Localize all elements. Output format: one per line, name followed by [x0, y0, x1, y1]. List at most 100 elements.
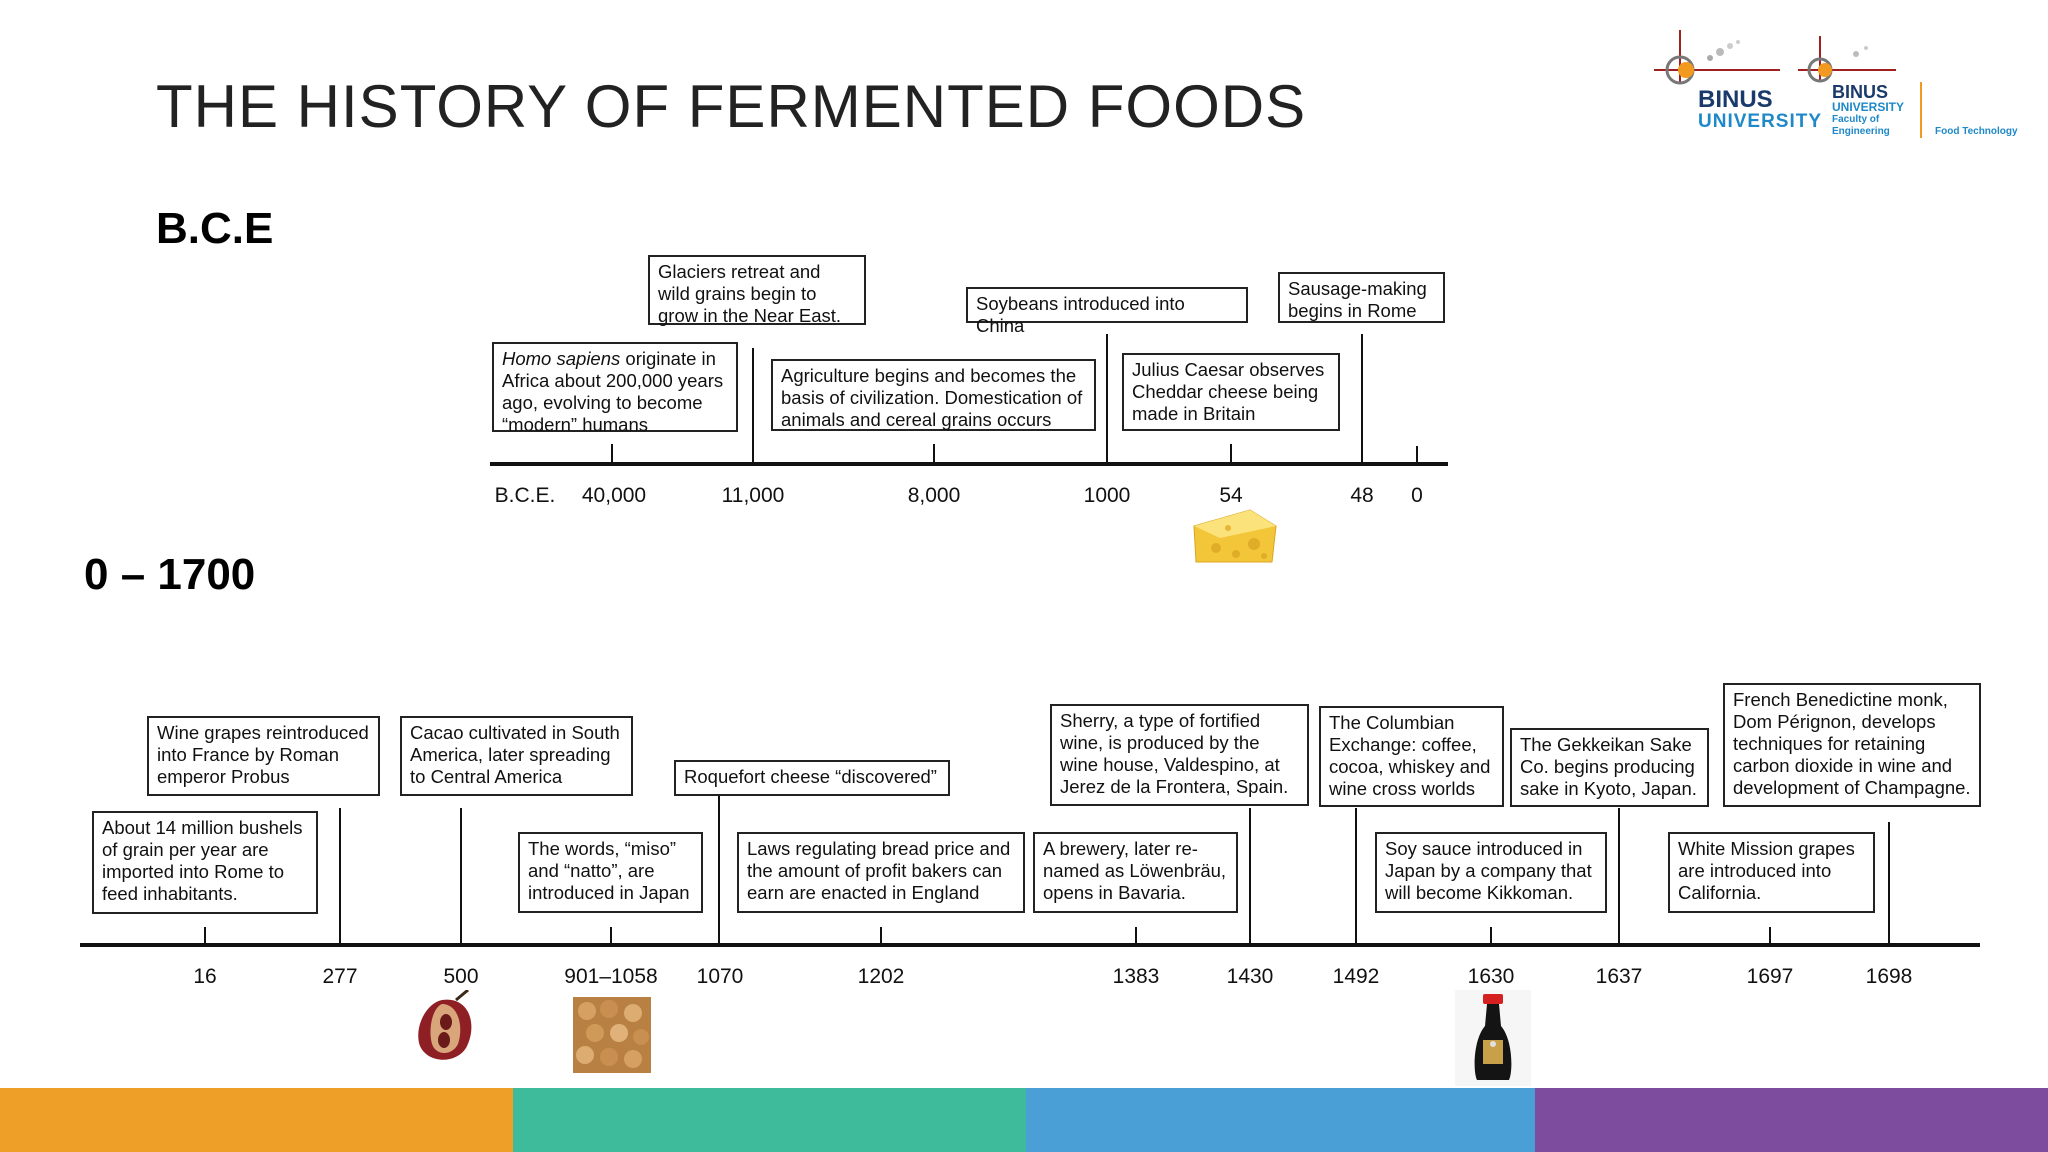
- footer-bar-teal: [513, 1088, 1026, 1152]
- page-title: THE HISTORY OF FERMENTED FOODS: [156, 73, 1307, 140]
- binus-engineering-logo: BINUS UNIVERSITY Faculty of Engineering …: [1796, 32, 2018, 142]
- binus-logo-mark-icon: [1654, 30, 1780, 85]
- timeline-ce-connector-1637: [1618, 808, 1620, 945]
- timeline-ce-tick-label: 1492: [1332, 965, 1380, 988]
- timeline-ce-connector-1492: [1355, 808, 1357, 945]
- event-box-sherry: Sherry, a type of fortified wine, is pro…: [1050, 704, 1309, 806]
- event-box-brewery: A brewery, later re-named as Löwenbräu, …: [1033, 832, 1238, 913]
- cacao-pod-icon: [418, 990, 472, 1060]
- event-box-grain: About 14 million bushels of grain per ye…: [92, 811, 318, 914]
- timeline-bce-tick-label: 40,000: [581, 484, 647, 507]
- timeline-bce-tick-0: [1416, 446, 1418, 464]
- timeline-ce-connector-901: [610, 927, 612, 945]
- logo-divider: [1920, 82, 1922, 138]
- timeline-ce-tick-label: 1202: [857, 965, 905, 988]
- timeline-ce-tick-label: 500: [443, 965, 479, 988]
- event-box-white-mission: White Mission grapes are introduced into…: [1668, 832, 1875, 913]
- logo-right-line3: Faculty of: [1832, 114, 1880, 125]
- timeline-bce-axis: [490, 462, 1448, 466]
- timeline-ce-connector-1202: [880, 927, 882, 945]
- event-text-soy-sauce: Soy sauce introduced in Japan by a compa…: [1385, 838, 1592, 903]
- natto-beans-icon: [573, 997, 651, 1073]
- footer-bar-blue: [1026, 1088, 1535, 1152]
- event-box-wine-grapes: Wine grapes reintroduced into France by …: [147, 716, 380, 796]
- event-text-brewery: A brewery, later re-named as Löwenbräu, …: [1043, 838, 1227, 903]
- event-box-agriculture: Agriculture begins and becomes the basis…: [771, 359, 1096, 431]
- timeline-ce-connector-1698: [1888, 822, 1890, 945]
- event-box-julius-caesar: Julius Caesar observes Cheddar cheese be…: [1122, 353, 1340, 431]
- timeline-ce-tick-label: 1383: [1112, 965, 1160, 988]
- event-text-cacao: Cacao cultivated in South America, later…: [410, 722, 620, 787]
- event-text-sausage: Sausage-making begins in Rome: [1288, 278, 1427, 321]
- timeline-bce-connector-agriculture: [933, 444, 935, 464]
- timeline-ce-tick-label: 901–1058: [564, 965, 658, 988]
- binus-logo-mark-small-icon: [1798, 36, 1896, 83]
- event-text-champagne: French Benedictine monk, Dom Pérignon, d…: [1733, 689, 1971, 798]
- event-box-bread-laws: Laws regulating bread price and the amou…: [737, 832, 1025, 913]
- timeline-ce-connector-1430: [1249, 808, 1251, 945]
- event-text-grain: About 14 million bushels of grain per ye…: [102, 817, 303, 904]
- timeline-ce-tick-label: 1430: [1226, 965, 1274, 988]
- event-text-wine-grapes: Wine grapes reintroduced into France by …: [157, 722, 369, 787]
- timeline-ce-connector-1697: [1769, 927, 1771, 945]
- timeline-ce-tick-label: 1637: [1595, 965, 1643, 988]
- timeline-ce-tick-label: 1698: [1865, 965, 1913, 988]
- timeline-ce-connector-277: [339, 808, 341, 945]
- logo-right-line2: UNIVERSITY: [1832, 100, 1905, 114]
- event-box-columbian-exchange: The Columbian Exchange: coffee, cocoa, w…: [1319, 706, 1504, 807]
- timeline-bce-tick-label: 0: [1411, 484, 1423, 507]
- timeline-bce-connector-caesar: [1230, 444, 1232, 464]
- binus-logo: BINUS UNIVERSITY: [1650, 22, 1821, 137]
- timeline-ce-tick-label: 1070: [696, 965, 744, 988]
- event-box-champagne: French Benedictine monk, Dom Pérignon, d…: [1723, 683, 1981, 807]
- timeline-ce-connector-1630: [1490, 927, 1492, 945]
- soy-sauce-bottle-icon: [1455, 990, 1531, 1086]
- timeline-ce-tick-label: 1697: [1746, 965, 1794, 988]
- timeline-ce-axis: [80, 943, 1980, 947]
- event-box-cacao: Cacao cultivated in South America, later…: [400, 716, 633, 796]
- event-box-soy-sauce: Soy sauce introduced in Japan by a compa…: [1375, 832, 1607, 913]
- event-text-bread-laws: Laws regulating bread price and the amou…: [747, 838, 1011, 903]
- timeline-ce-connector-1070: [718, 794, 720, 945]
- event-text-columbian-exchange: The Columbian Exchange: coffee, cocoa, w…: [1329, 712, 1491, 799]
- footer-bar-purple: [1535, 1088, 2048, 1152]
- event-box-glaciers: Glaciers retreat and wild grains begin t…: [648, 255, 866, 326]
- event-text-gekkeikan: The Gekkeikan Sake Co. begins producing …: [1520, 734, 1697, 799]
- logo-right-line4: Engineering: [1832, 126, 1890, 137]
- timeline-bce-tick-label: 8,000: [907, 484, 961, 507]
- event-text-agriculture: Agriculture begins and becomes the basis…: [781, 365, 1083, 430]
- section-heading-0-1700: 0 – 1700: [84, 550, 256, 599]
- timeline-ce-connector-1383: [1135, 927, 1137, 945]
- event-box-roquefort: Roquefort cheese “discovered”: [674, 760, 950, 796]
- timeline-ce-connector-16: [204, 927, 206, 945]
- cheese-icon: [1193, 509, 1277, 563]
- logo-left-line1: BINUS: [1698, 86, 1773, 113]
- timeline-bce-connector-sausage: [1361, 334, 1363, 464]
- timeline-bce-connector-soybeans: [1106, 334, 1108, 464]
- timeline-ce-tick-label: 277: [322, 965, 358, 988]
- event-box-miso-natto: The words, “miso” and “natto”, are intro…: [518, 832, 703, 913]
- timeline-ce-tick-label: 1630: [1467, 965, 1515, 988]
- event-text-roquefort: Roquefort cheese “discovered”: [684, 766, 937, 787]
- logo-left-line2: UNIVERSITY: [1698, 111, 1823, 132]
- logo-right-dept: Food Technology: [1935, 126, 2018, 137]
- timeline-bce-connector-glaciers: [752, 348, 754, 464]
- event-text-homo-sapiens-em: Homo sapiens: [502, 348, 621, 369]
- timeline-bce-tick-label: 11,000: [721, 484, 785, 507]
- timeline-bce-tick-label: 54: [1219, 484, 1243, 507]
- timeline-bce-connector-homo: [611, 444, 613, 464]
- event-text-homo-sapiens: originate in Africa about 200,000 years …: [502, 348, 724, 435]
- footer-bar-orange: [0, 1088, 513, 1152]
- timeline-bce-tick-label: 48: [1350, 484, 1374, 507]
- event-box-soybeans: Soybeans introduced into China: [966, 287, 1248, 336]
- event-text-soybeans: Soybeans introduced into China: [976, 293, 1185, 336]
- event-text-julius-caesar: Julius Caesar observes Cheddar cheese be…: [1132, 359, 1325, 424]
- event-box-gekkeikan: The Gekkeikan Sake Co. begins producing …: [1510, 728, 1709, 807]
- event-box-sausage: Sausage-making begins in Rome: [1278, 272, 1445, 323]
- timeline-bce-tick-label: 1000: [1083, 484, 1131, 507]
- event-box-homo-sapiens: Homo sapiens originate in Africa about 2…: [492, 342, 738, 435]
- timeline-ce-connector-500: [460, 808, 462, 945]
- timeline-ce-tick-label: 16: [193, 965, 217, 988]
- timeline-bce-prefix-label: B.C.E.: [494, 484, 556, 507]
- event-text-glaciers: Glaciers retreat and wild grains begin t…: [658, 261, 842, 326]
